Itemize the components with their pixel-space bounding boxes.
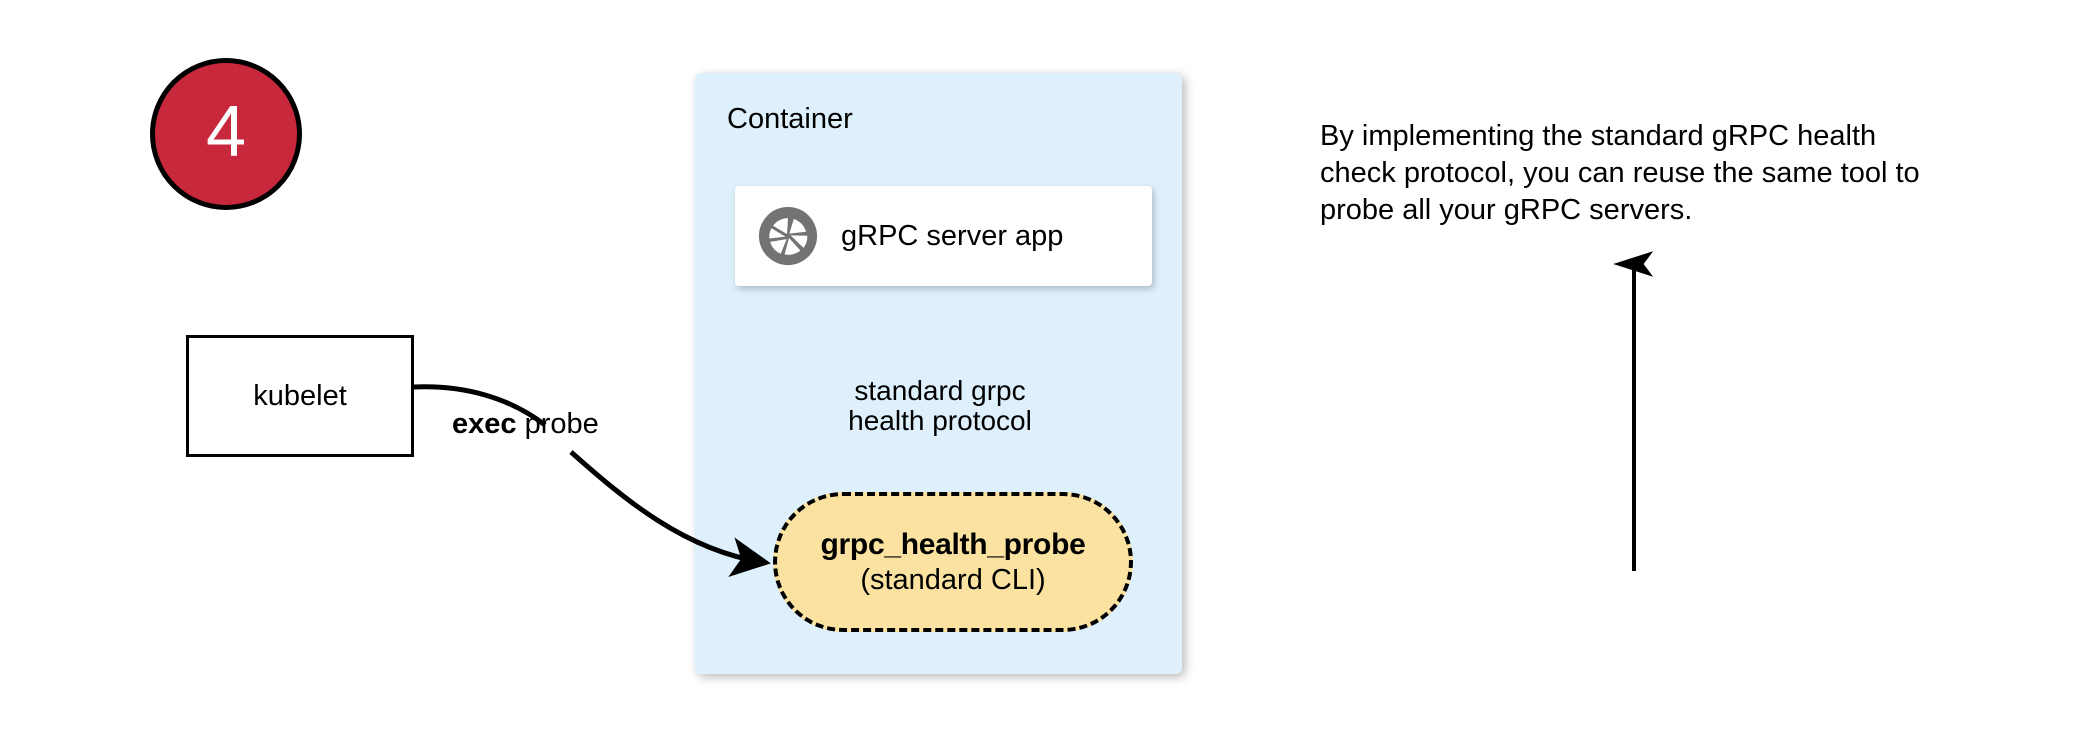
- kubelet-node: kubelet: [186, 335, 414, 457]
- kubelet-label: kubelet: [253, 379, 347, 412]
- container-title: Container: [727, 103, 853, 135]
- step-number-label: 4: [205, 92, 247, 172]
- probe-title: grpc_health_probe: [820, 527, 1086, 561]
- grpc-server-app-label: gRPC server app: [841, 219, 1064, 252]
- step-number-badge: 4: [150, 58, 302, 210]
- protocol-link-label-line1: standard grpc: [854, 375, 1026, 406]
- grpc-server-app-card: gRPC server app: [735, 186, 1152, 286]
- protocol-link-label-line2: health protocol: [848, 405, 1032, 437]
- probe-subtitle: (standard CLI): [860, 563, 1046, 596]
- aperture-icon: [757, 205, 819, 267]
- caption-text: By implementing the standard gRPC health…: [1320, 120, 1920, 227]
- probe-word: probe: [516, 408, 599, 440]
- grpc-health-probe-node: grpc_health_probe (standard CLI): [773, 492, 1133, 632]
- protocol-arrow: [1613, 251, 1654, 571]
- exec-probe-edge-label: exec probe: [452, 408, 599, 441]
- protocol-link-label: standard grpc health protocol: [785, 374, 1095, 441]
- exec-keyword: exec: [452, 408, 517, 440]
